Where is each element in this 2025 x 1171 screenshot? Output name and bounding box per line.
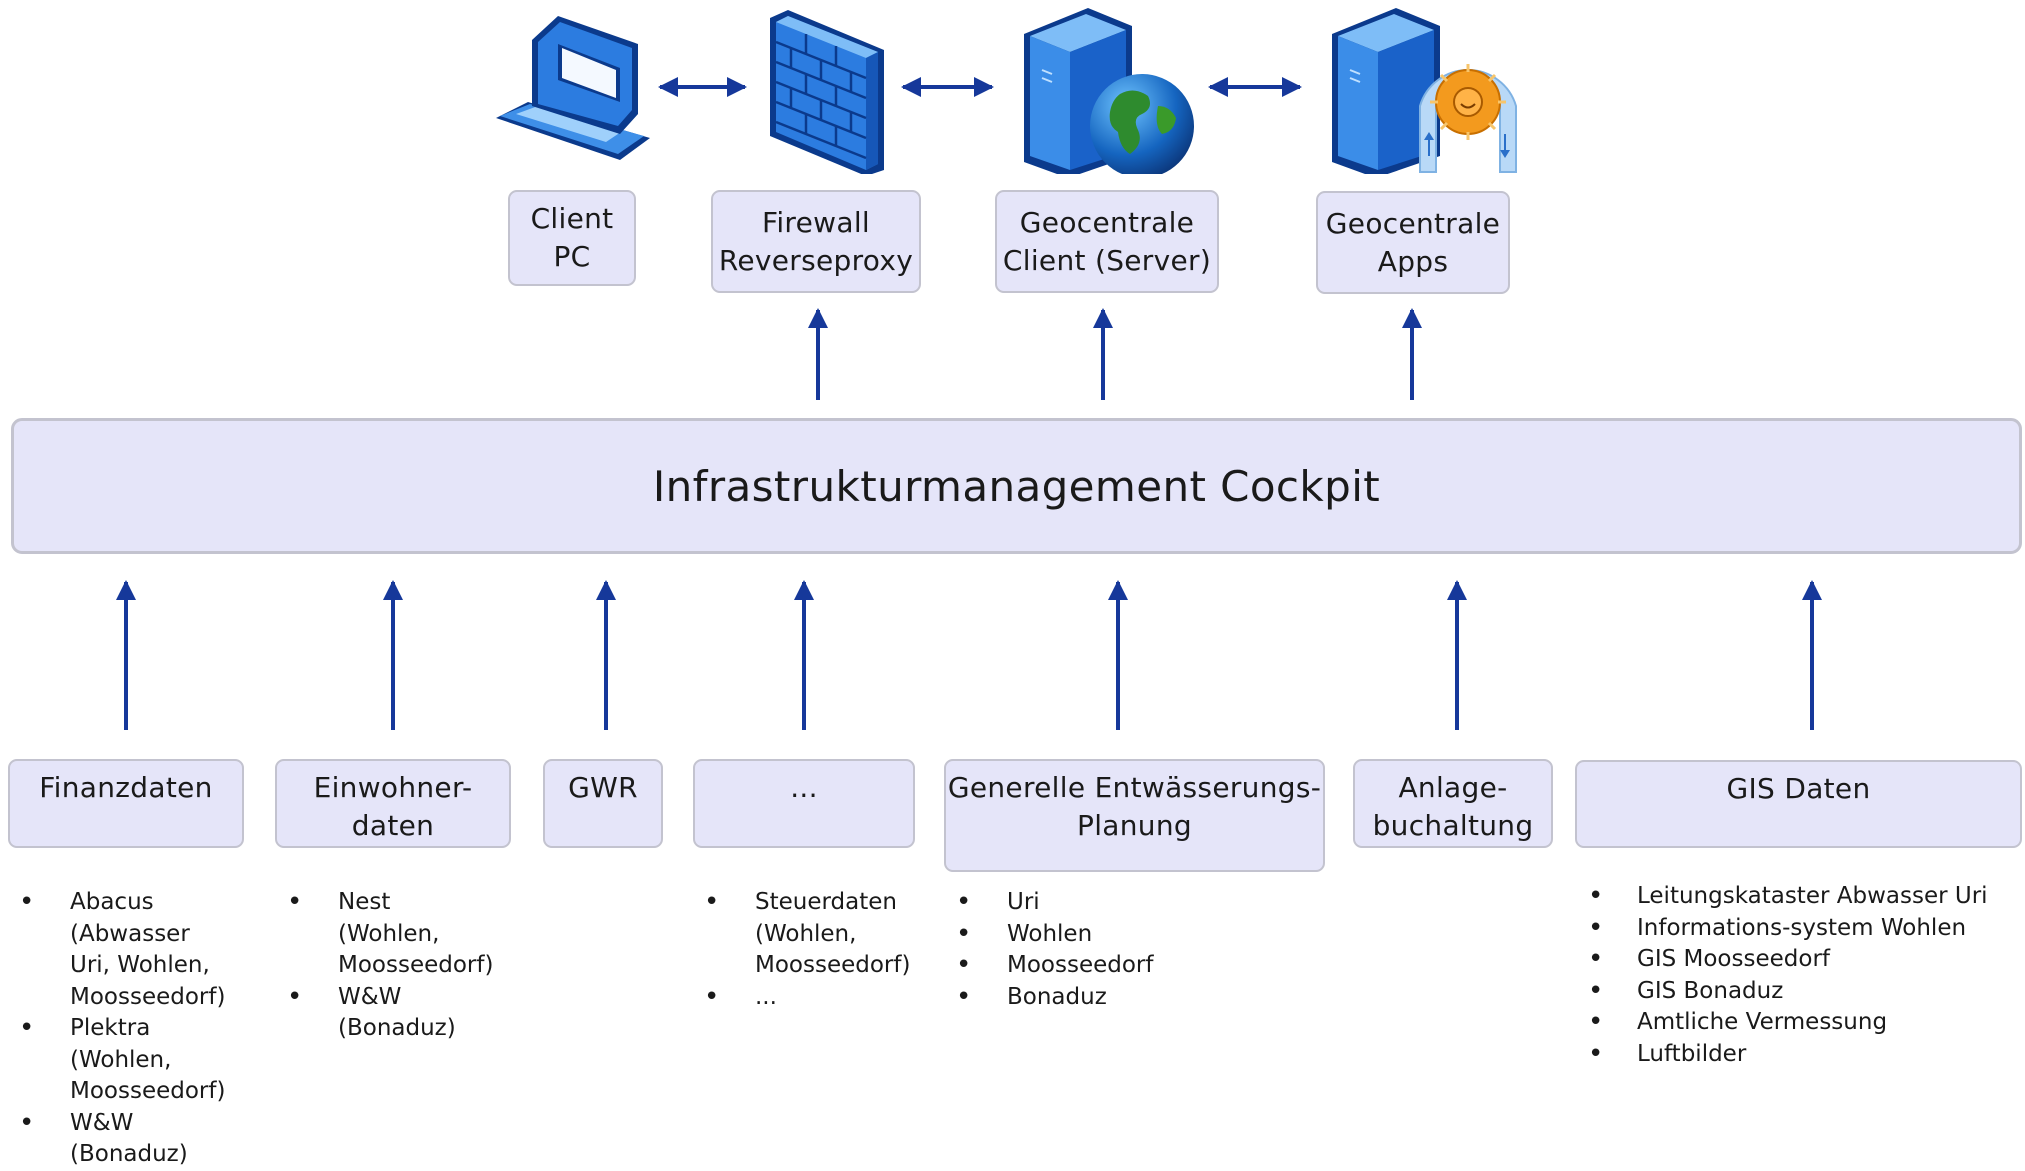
list-item: Amtliche Vermessung	[1588, 1007, 2008, 1039]
source-gwr: GWR	[543, 759, 663, 848]
client-pc-label: Client PC	[530, 202, 614, 273]
source-label: GWR	[568, 771, 638, 804]
list-item: Informations-system Wohlen	[1588, 913, 2008, 945]
finanzdaten-list: Abacus (Abwasser Uri, Wohlen, Moosseedor…	[19, 887, 259, 1171]
cockpit-label: Infrastrukturmanagement Cockpit	[652, 461, 1381, 511]
geocentrale-apps-label: Geocentrale Apps	[1325, 206, 1501, 278]
list-item: ...	[704, 982, 944, 1014]
cockpit-box: Infrastrukturmanagement Cockpit	[11, 418, 2022, 554]
dots-list: Steuerdaten (Wohlen, Moosseedorf) ...	[704, 887, 944, 1013]
source-label: Anlage- buchaltung	[1372, 771, 1534, 842]
server-globe-icon	[1024, 8, 1194, 174]
firewall-label: Firewall Reverseproxy	[718, 205, 914, 277]
list-item: GIS Bonaduz	[1588, 976, 2008, 1008]
source-finanzdaten: Finanzdaten	[8, 759, 244, 848]
list-item: Leitungskataster Abwasser Uri	[1588, 881, 2008, 913]
list-item: GIS Moosseedorf	[1588, 944, 2008, 976]
firewall-icon	[770, 10, 884, 174]
gis-daten-list: Leitungskataster Abwasser Uri Informatio…	[1588, 881, 2008, 1070]
list-item: W&W (Bonaduz)	[287, 982, 527, 1045]
list-item: Luftbilder	[1588, 1039, 2008, 1071]
list-item: Nest (Wohlen, Moosseedorf)	[287, 887, 527, 982]
gep-list: Uri Wohlen Moosseedorf Bonaduz	[956, 887, 1216, 1013]
source-einwohnerdaten: Einwohner- daten	[275, 759, 511, 848]
source-label: Finanzdaten	[39, 771, 213, 804]
source-dots: ...	[693, 759, 915, 848]
list-item: Abacus (Abwasser Uri, Wohlen, Moosseedor…	[19, 887, 259, 1013]
source-label: Generelle Entwässerungs- Planung	[947, 771, 1322, 842]
list-item: Steuerdaten (Wohlen, Moosseedorf)	[704, 887, 944, 982]
geocentrale-client-box: Geocentrale Client (Server)	[995, 190, 1219, 293]
list-item: W&W (Bonaduz)	[19, 1108, 259, 1171]
geocentrale-client-label: Geocentrale Client (Server)	[1002, 205, 1212, 277]
list-item: Uri	[956, 887, 1216, 919]
source-gis-daten: GIS Daten	[1575, 760, 2022, 848]
server-app-icon	[1332, 8, 1517, 174]
list-item: Bonaduz	[956, 982, 1216, 1014]
source-anlagebuchhaltung: Anlage- buchaltung	[1353, 759, 1553, 848]
laptop-icon	[496, 16, 650, 160]
list-item: Plektra (Wohlen, Moosseedorf)	[19, 1013, 259, 1108]
source-label: GIS Daten	[1726, 772, 1871, 805]
list-item: Moosseedorf	[956, 950, 1216, 982]
geocentrale-apps-box: Geocentrale Apps	[1316, 191, 1510, 294]
source-label: ...	[790, 771, 818, 804]
einwohnerdaten-list: Nest (Wohlen, Moosseedorf) W&W (Bonaduz)	[287, 887, 527, 1045]
source-label: Einwohner- daten	[313, 771, 473, 842]
list-item: Wohlen	[956, 919, 1216, 951]
client-pc-box: Client PC	[508, 190, 636, 286]
firewall-box: Firewall Reverseproxy	[711, 190, 921, 293]
source-gep: Generelle Entwässerungs- Planung	[944, 759, 1325, 872]
